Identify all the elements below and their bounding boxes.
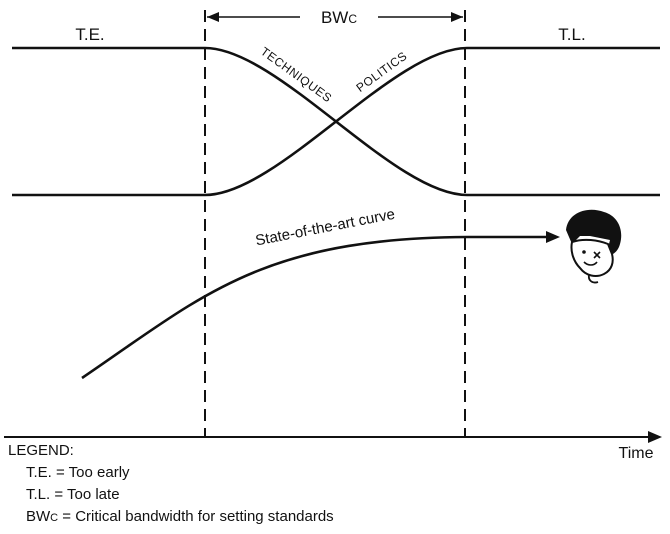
time-axis-label: Time	[619, 445, 654, 462]
politics-curve	[12, 48, 660, 195]
bandwidth-label: BWC	[321, 8, 357, 27]
too-early-label: T.E.	[75, 25, 104, 44]
legend-bandwidth-prefix: BW	[26, 508, 50, 525]
time-axis-arrowhead	[648, 431, 662, 443]
legend-bandwidth-text: = Critical bandwidth for setting standar…	[58, 508, 334, 525]
too-late-label: T.L.	[558, 25, 585, 44]
legend: LEGEND: T.E. = Too early T.L. = Too late…	[8, 440, 334, 529]
bandwidth-arrowhead-right	[451, 12, 463, 22]
legend-entry-bandwidth: BWC = Critical bandwidth for setting sta…	[8, 506, 334, 529]
cartoon-head-illustration	[566, 210, 621, 283]
techniques-label: TECHNIQUES	[258, 44, 335, 105]
legend-heading: LEGEND:	[8, 440, 334, 462]
state-of-the-art-curve	[82, 237, 548, 378]
legend-bandwidth-subscript: C	[50, 512, 58, 524]
bandwidth-arrowhead-left	[207, 12, 219, 22]
legend-entry-too-early: T.E. = Too early	[8, 462, 334, 484]
legend-entry-too-late: T.L. = Too late	[8, 484, 334, 506]
state-curve-arrowhead	[546, 231, 560, 243]
